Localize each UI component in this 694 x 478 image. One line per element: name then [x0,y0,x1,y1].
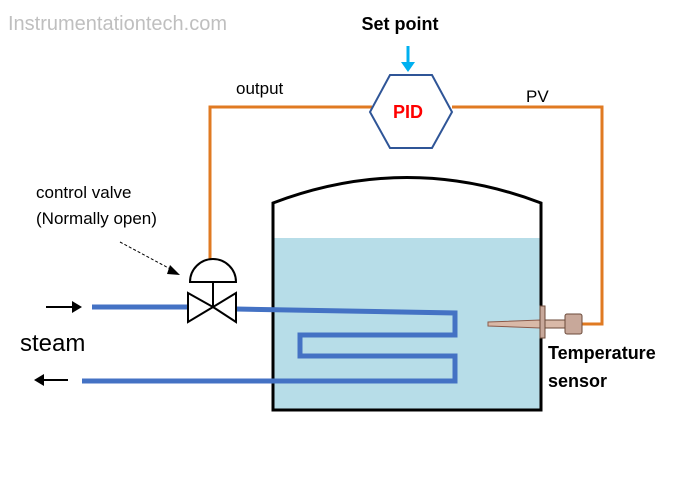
temperature-sensor-label-line2: sensor [548,371,607,391]
valve-leader-line [119,241,180,275]
steam-outlet-arrow-icon [34,374,68,386]
signal-lines [208,105,604,326]
temperature-sensor-icon [487,305,583,339]
steam-inlet-arrow-icon [46,301,82,313]
tank-liquid [273,238,541,410]
tank [271,176,543,412]
control-valve-label-line1: control valve [36,183,131,202]
output-label: output [236,79,284,98]
steam-label: steam [20,330,85,357]
control-valve-label-line2: (Normally open) [36,209,157,228]
tank-outline [271,176,543,412]
output-signal-line [208,105,372,262]
temperature-sensor-label-line1: Temperature [548,343,656,363]
pid-controller-icon [368,74,454,149]
watermark-text: Instrumentationtech.com [8,13,227,35]
set-point-label: Set point [362,14,439,34]
pv-signal-line [452,105,604,326]
pv-label: PV [526,87,549,106]
set-point-arrow-icon [401,46,415,72]
control-valve-icon [187,258,238,324]
pid-label: PID [393,102,423,122]
steam-coil-pipe [82,304,458,384]
